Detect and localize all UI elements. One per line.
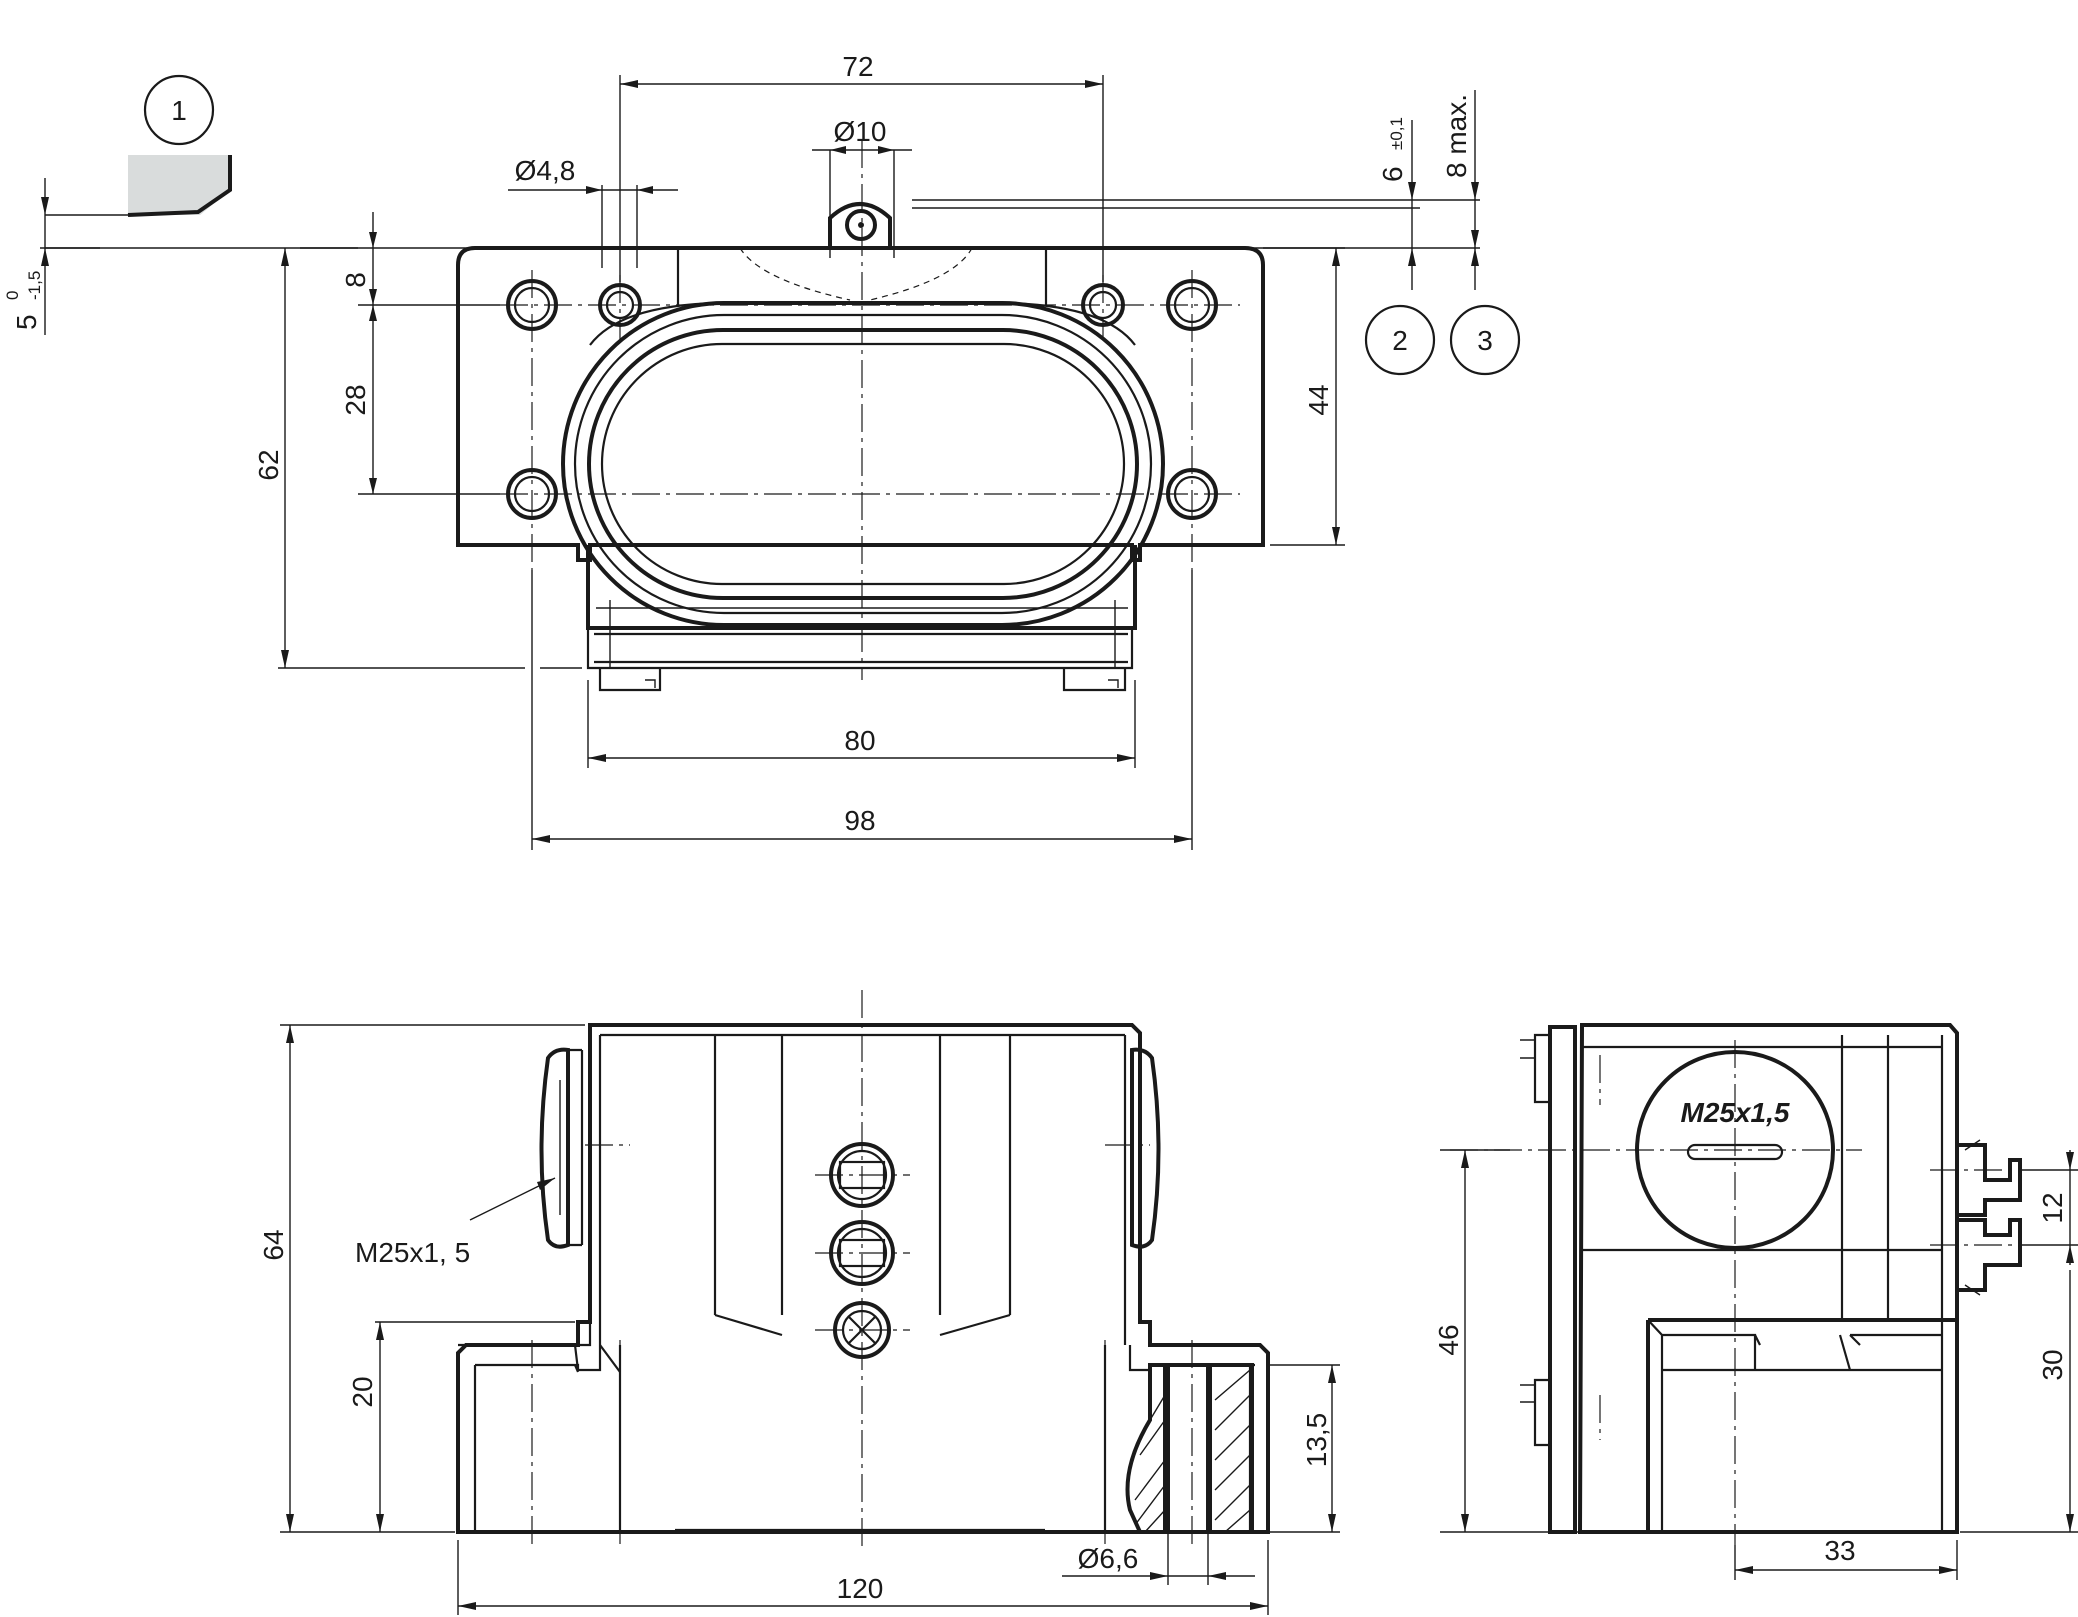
dim-135: 13,5: [1301, 1413, 1332, 1468]
dim-5-tol-lower: -1,5: [25, 271, 44, 300]
front-view: 64 20 13,5 Ø6,6 120 M25x1, 5: [258, 990, 1340, 1615]
dim-44: 44: [1303, 384, 1334, 415]
dim-28: 28: [340, 384, 371, 415]
dim-64: 64: [258, 1229, 289, 1260]
top-view: 72 Ø10 Ø4,8 8 28 62 44 80 98 6: [3, 51, 1521, 850]
callout-2: 2: [1364, 304, 1436, 376]
callout-1: 1: [143, 74, 215, 146]
thread-label-front: M25x1, 5: [355, 1237, 470, 1268]
dim-8: 8: [340, 272, 371, 288]
seal-profile: [128, 155, 230, 215]
dim-33: 33: [1824, 1535, 1855, 1566]
dim-d10: Ø10: [834, 116, 887, 147]
dim-120: 120: [837, 1573, 884, 1604]
dim-62: 62: [253, 449, 284, 480]
svg-text:2: 2: [1392, 325, 1408, 356]
svg-text:1: 1: [171, 95, 187, 126]
dim-6-tol: ±0,1: [1387, 117, 1406, 150]
dim-d66: Ø6,6: [1078, 1543, 1139, 1574]
dim-20: 20: [347, 1376, 378, 1407]
dim-5-tol-upper: 0: [3, 291, 22, 300]
dim-80: 80: [844, 725, 875, 756]
dim-8max: 8 max.: [1441, 94, 1472, 178]
side-view: M25x1,5 46 12 30 33: [1433, 1023, 2078, 1580]
section-hatch: [1125, 1363, 1254, 1534]
svg-text:3: 3: [1477, 325, 1493, 356]
dim-d48: Ø4,8: [515, 155, 576, 186]
dim-72: 72: [842, 51, 873, 82]
dim-98: 98: [844, 805, 875, 836]
dim-30: 30: [2037, 1349, 2068, 1380]
callout-3: 3: [1449, 304, 1521, 376]
dim-6: 6: [1377, 166, 1408, 182]
dim-46: 46: [1433, 1324, 1464, 1355]
dim-5: 5: [11, 314, 42, 330]
dim-12: 12: [2037, 1192, 2068, 1223]
